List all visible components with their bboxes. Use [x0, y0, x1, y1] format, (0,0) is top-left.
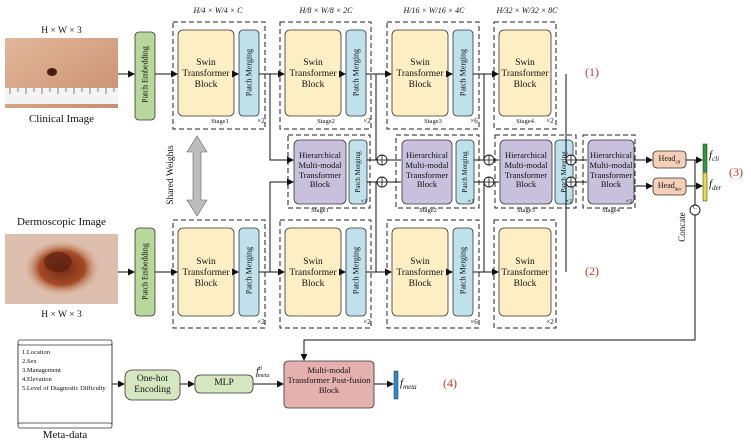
onehot-label: One-hot Encoding [134, 374, 171, 395]
swin-block-top-4: Swin Transformer Block [501, 58, 549, 90]
patch-embedding-top [134, 31, 156, 121]
stage1-mid-mult: ×1 [360, 198, 368, 205]
swin-block-top-2: Swin Transformer Block [289, 58, 337, 90]
mlp-label: MLP [214, 378, 234, 388]
swin-block-top-1: Swin Transformer Block [182, 58, 230, 90]
patch-embedding-top-label: Patch Embedding [140, 46, 150, 103]
postfusion-label: Multi-modal Transformer Post-fusion Bloc… [287, 365, 371, 395]
stage1-bottom-mult: ×2 [257, 318, 265, 326]
stage3-bottom-mult: ×6 [470, 318, 478, 326]
metadata-item-management: 3.Management [22, 367, 61, 375]
marker-3: (3) [729, 165, 743, 179]
metadata-document [17, 339, 113, 429]
stage3-mid-name: Stage3 [517, 207, 535, 214]
dermoscopic-image-title: Dermoscopic Image [17, 216, 106, 228]
metadata-list: 1.Location 2.Sex 3.Management 4.Elevatio… [22, 348, 110, 393]
f-cli-label: fcli [709, 149, 720, 164]
stage3-mid-mult: ×1 [565, 198, 573, 205]
marker-4: (4) [443, 376, 457, 390]
f-meta-label: fmeta [400, 377, 417, 392]
shared-weights-arrow [186, 135, 208, 217]
stage1-dims: H/4 × W/4 × C [193, 6, 243, 15]
stage4-mid-name: Stage4 [602, 207, 620, 214]
clinical-image-caption: Clinical Image [28, 113, 95, 125]
stage2-bottom-mult: ×2 [363, 318, 371, 326]
hier-block-2: Hierarchical Multi-modal Transformer Blo… [405, 150, 449, 190]
concate-symbol: C [692, 205, 697, 211]
patch-merging-bottom-2: Patch Merging [351, 246, 361, 295]
stage2-mid-name: Stage2 [419, 207, 437, 214]
stage2-dims: H/8 × W/8 × 2C [299, 6, 353, 15]
f-der-label: fder [709, 178, 722, 193]
stage3-top-mult: ×6 [470, 117, 478, 125]
stage3-top-name: Stage3 [424, 118, 442, 125]
dermoscopic-image [5, 234, 118, 304]
swin-block-bottom-1: Swin Transformer Block [182, 257, 230, 289]
bottom-input-dims: H × W × 3 [41, 310, 82, 320]
metadata-item-sex: 2.Sex [22, 358, 37, 366]
patch-merging-mid-2: Patch Merging [461, 151, 469, 193]
patch-merging-mid-3: Patch Merging [560, 151, 568, 193]
metadata-item-elevation: 4.Elevation [22, 376, 52, 384]
hier-block-4: Hierarchical Multi-modal Transformer Blo… [589, 150, 633, 190]
stage2-top-name: Stage2 [317, 118, 335, 125]
marker-2: (2) [585, 264, 599, 278]
hier-block-1: Hierarchical Multi-modal Transformer Blo… [298, 150, 342, 190]
swin-block-bottom-4: Swin Transformer Block [501, 257, 549, 289]
stage1-top-mult: ×2 [257, 117, 265, 125]
stage1-mid-name: Stage1 [311, 207, 329, 214]
metadata-caption: Meta-data [42, 429, 88, 441]
patch-merging-top-3: Patch Merging [458, 48, 468, 97]
stage2-top-mult: ×2 [363, 117, 371, 125]
clinical-image [5, 38, 118, 108]
top-input-dims: H × W × 3 [41, 26, 82, 36]
stage4-bottom-mult: ×2 [546, 318, 554, 326]
stage4-dims: H/32 × W/32 × 8C [496, 6, 558, 15]
swin-block-bottom-3: Swin Transformer Block [396, 257, 444, 289]
metadata-item-location: 1.Location [22, 349, 50, 356]
patch-merging-mid-1: Patch Merging [354, 151, 362, 193]
stage4-top-mult: ×2 [546, 117, 554, 125]
stage4-top-name: Stage4 [516, 118, 534, 125]
hier-block-3: Hierarchical Multi-modal Transformer Blo… [504, 150, 548, 190]
swin-block-top-3: Swin Transformer Block [396, 58, 444, 90]
f-meta0-label: f0meta [256, 366, 270, 380]
metadata-item-difficulty: 5.Level of Diagnostic Difficulty [22, 385, 106, 393]
patch-merging-bottom-1: Patch Merging [244, 246, 254, 295]
patch-merging-top-1: Patch Merging [244, 48, 254, 97]
head-der: Headder [657, 181, 682, 193]
patch-embedding-bottom-label: Patch Embedding [140, 243, 150, 300]
stage4-mid-mult: ×1 [625, 198, 633, 205]
stage1-top-name: Stage1 [211, 118, 229, 125]
patch-merging-bottom-3: Patch Merging [458, 246, 468, 295]
marker-1: (1) [585, 65, 599, 79]
shared-weights-label: Shared Weights [166, 145, 176, 205]
head-cli: Headcli [658, 154, 681, 166]
stage2-mid-mult: ×1 [467, 198, 475, 205]
stage3-dims: H/16 × W/16 × 4C [403, 6, 465, 15]
concate-label: Concate [677, 212, 687, 242]
swin-block-bottom-2: Swin Transformer Block [289, 257, 337, 289]
patch-merging-top-2: Patch Merging [351, 48, 361, 97]
